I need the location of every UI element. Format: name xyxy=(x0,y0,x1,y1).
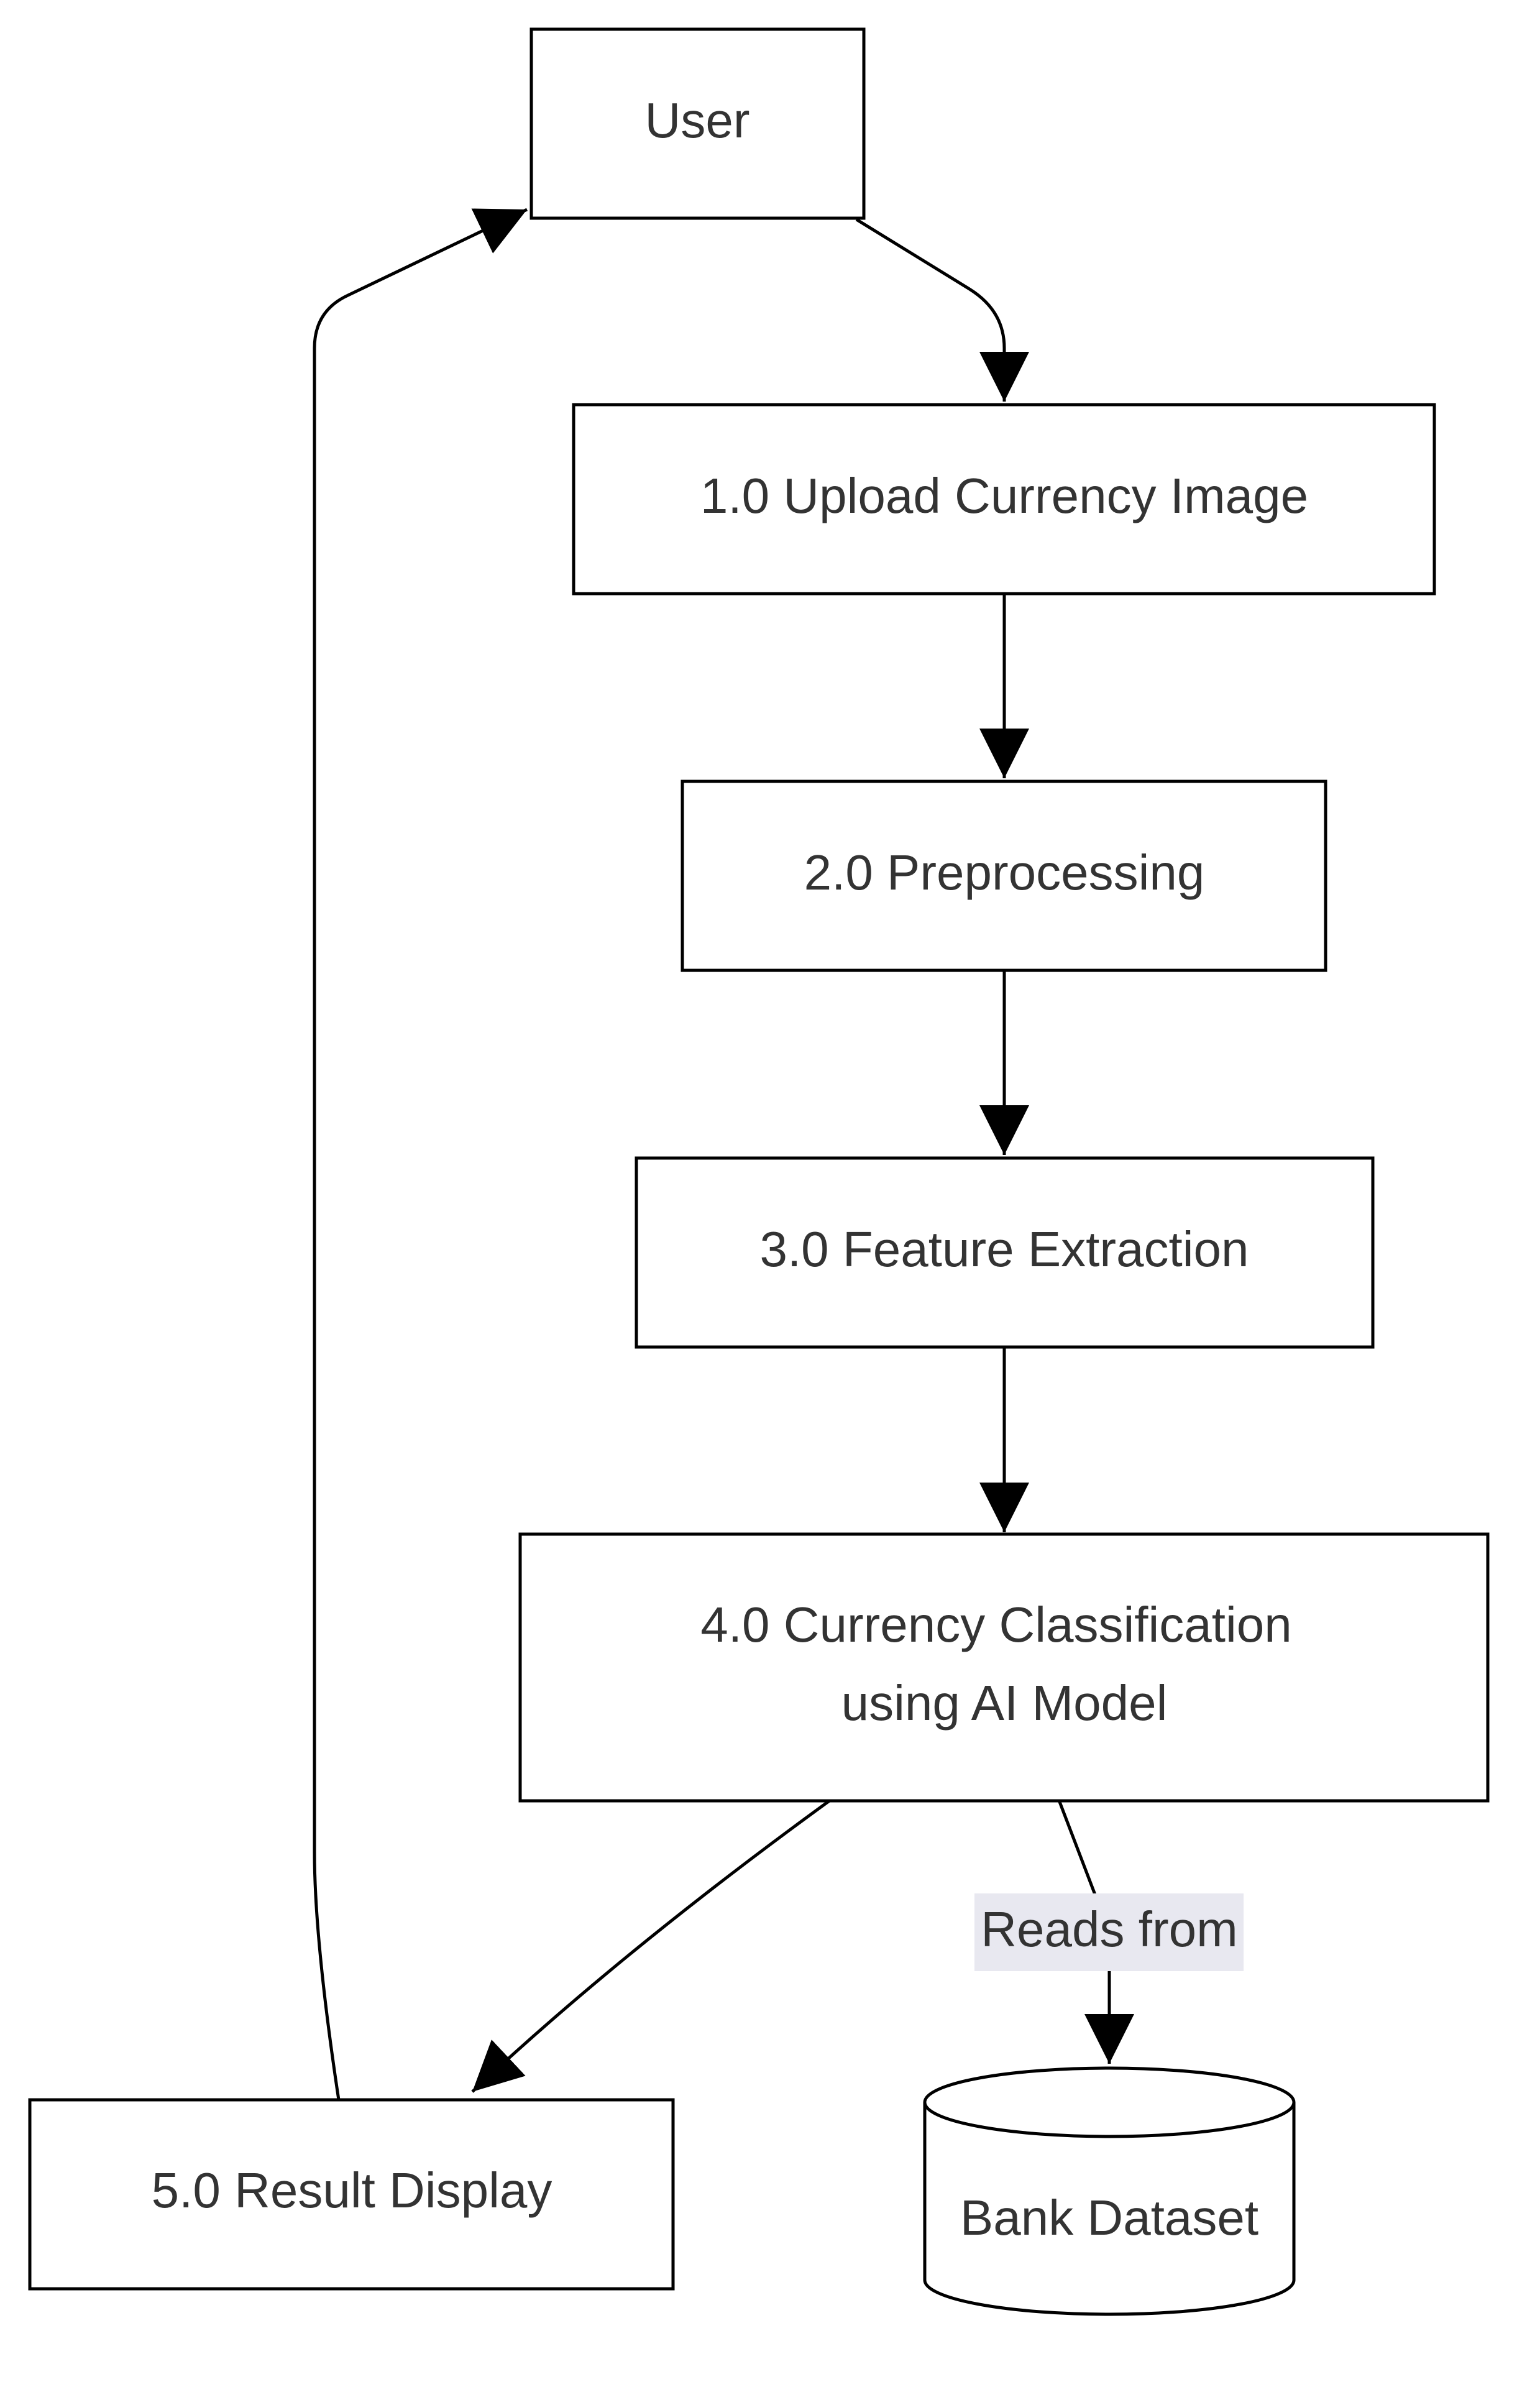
node-upload-currency-image: 1.0 Upload Currency Image xyxy=(572,403,1436,596)
svg-text:5.0 Result Display: 5.0 Result Display xyxy=(152,2163,552,2218)
edge-result-display-to-user xyxy=(313,208,528,2100)
edge-label-reads-from: Reads from xyxy=(974,1893,1244,1971)
node-feature-extraction: 3.0 Feature Extraction xyxy=(635,1156,1375,1349)
svg-text:4.0 Currency Classification: 4.0 Currency Classification xyxy=(700,1597,1291,1652)
svg-text:2.0 Preprocessing: 2.0 Preprocessing xyxy=(804,845,1205,900)
edge-user-to-upload xyxy=(855,218,1029,402)
node-result-display: 5.0 Result Display xyxy=(28,2098,675,2291)
svg-text:Reads from: Reads from xyxy=(981,1902,1237,1957)
node-bank-dataset: Bank Dataset xyxy=(923,2066,1296,2316)
svg-text:3.0 Feature Extraction: 3.0 Feature Extraction xyxy=(759,1221,1249,1277)
node-currency-classification: 4.0 Currency Classification using AI Mod… xyxy=(518,1532,1490,1803)
node-preprocessing: 2.0 Preprocessing xyxy=(681,780,1327,972)
svg-text:using AI Model: using AI Model xyxy=(841,1675,1168,1731)
database-cylinder-rim xyxy=(923,2102,1296,2138)
database-cylinder-icon xyxy=(923,2066,1296,2316)
svg-text:Bank Dataset: Bank Dataset xyxy=(960,2190,1258,2245)
svg-text:1.0 Upload Currency Image: 1.0 Upload Currency Image xyxy=(700,468,1308,523)
node-user: User xyxy=(529,27,866,220)
edge-classification-to-result-display xyxy=(471,1798,832,2093)
svg-text:User: User xyxy=(645,93,750,148)
